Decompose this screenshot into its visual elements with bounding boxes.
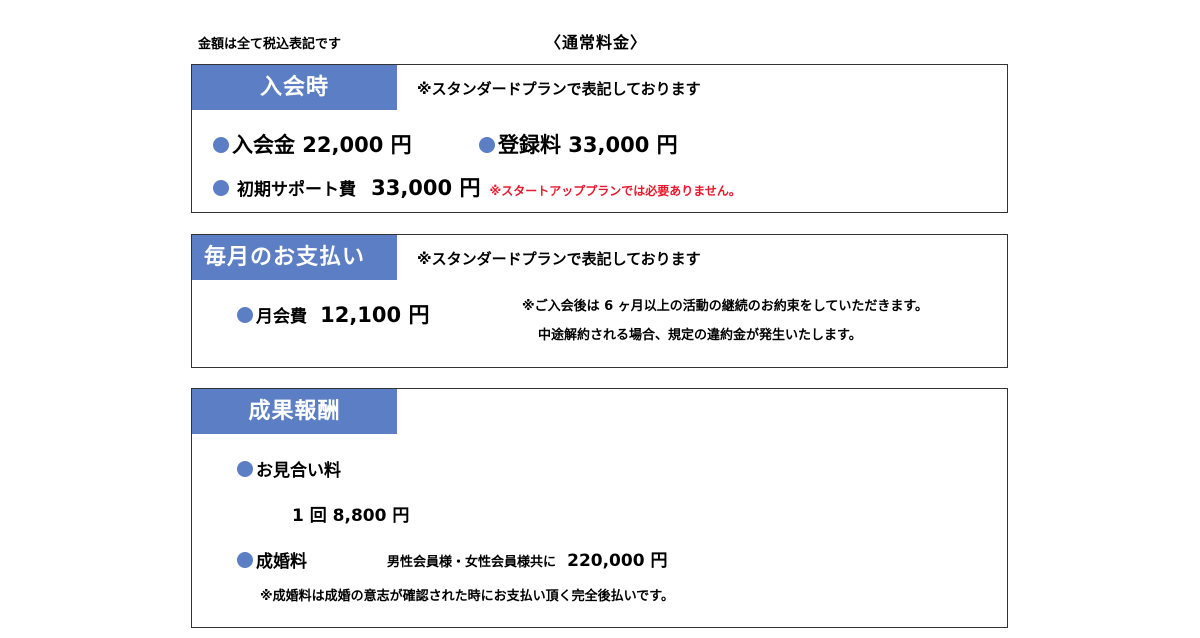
monthly-section: 毎月のお支払い ※スタンダードプランで表記しております 月会費 12,100 円… [191,234,1008,368]
admission-fee-item: 入会金 22,000 円 [213,129,412,159]
enrollment-label: 入会時 [192,65,397,110]
marriage-fee-item: 成婚料 [237,547,307,572]
marriage-fee-target: 男性会員様・女性会員様共に [387,555,557,570]
page-title: 〈通常料金〉 [545,33,648,52]
circle-bullet-icon [479,137,495,153]
marriage-fee-note: ※成婚料は成婚の意志が確認された時にお支払い頂く完全後払いです。 [260,589,674,604]
registration-fee: 登録料 33,000 円 [498,133,678,157]
success-fee-label: 成果報酬 [192,389,397,434]
initial-support-item: 初期サポート費 33,000 円 ※スタートアッププランでは必要ありません。 [213,172,741,202]
marriage-fee-label: 成婚料 [256,552,307,572]
marriage-fee-value: 220,000 円 [567,551,668,571]
contract-note-line2: 中途解約される場合、規定の違約金が発生いたします。 [538,328,862,343]
circle-bullet-icon [213,137,229,153]
contract-note-line1: ※ご入会後は 6 ヶ月以上の活動の継続のお約束をしていただきます。 [522,299,929,314]
meeting-fee-label: お見合い料 [256,461,341,481]
circle-bullet-icon [237,461,253,477]
monthly-label: 毎月のお支払い [192,235,397,280]
registration-fee-item: 登録料 33,000 円 [479,129,678,159]
marriage-fee-detail: 男性会員様・女性会員様共に 220,000 円 [387,546,667,571]
startup-plan-note: ※スタートアッププランでは必要ありません。 [489,184,741,198]
monthly-plan-note: ※スタンダードプランで表記しております [417,250,701,268]
monthly-fee-label: 月会費 [256,307,307,327]
meeting-fee-item: お見合い料 [237,456,341,481]
enrollment-section: 入会時 ※スタンダードプランで表記しております 入会金 22,000 円 登録料… [191,64,1008,213]
admission-fee: 入会金 22,000 円 [232,133,412,157]
monthly-fee-item: 月会費 12,100 円 [237,299,429,329]
circle-bullet-icon [213,180,229,196]
initial-support-value: 33,000 円 [371,176,481,200]
enrollment-plan-note: ※スタンダードプランで表記しております [417,80,701,98]
initial-support-label: 初期サポート費 [237,180,356,200]
tax-note: 金額は全て税込表記です [198,37,342,52]
circle-bullet-icon [237,307,253,323]
monthly-fee-value: 12,100 円 [320,303,430,327]
meeting-fee-value: 1 回 8,800 円 [292,506,410,526]
success-fee-section: 成果報酬 お見合い料 1 回 8,800 円 成婚料 男性会員様・女性会員様共に… [191,388,1008,628]
circle-bullet-icon [237,552,253,568]
